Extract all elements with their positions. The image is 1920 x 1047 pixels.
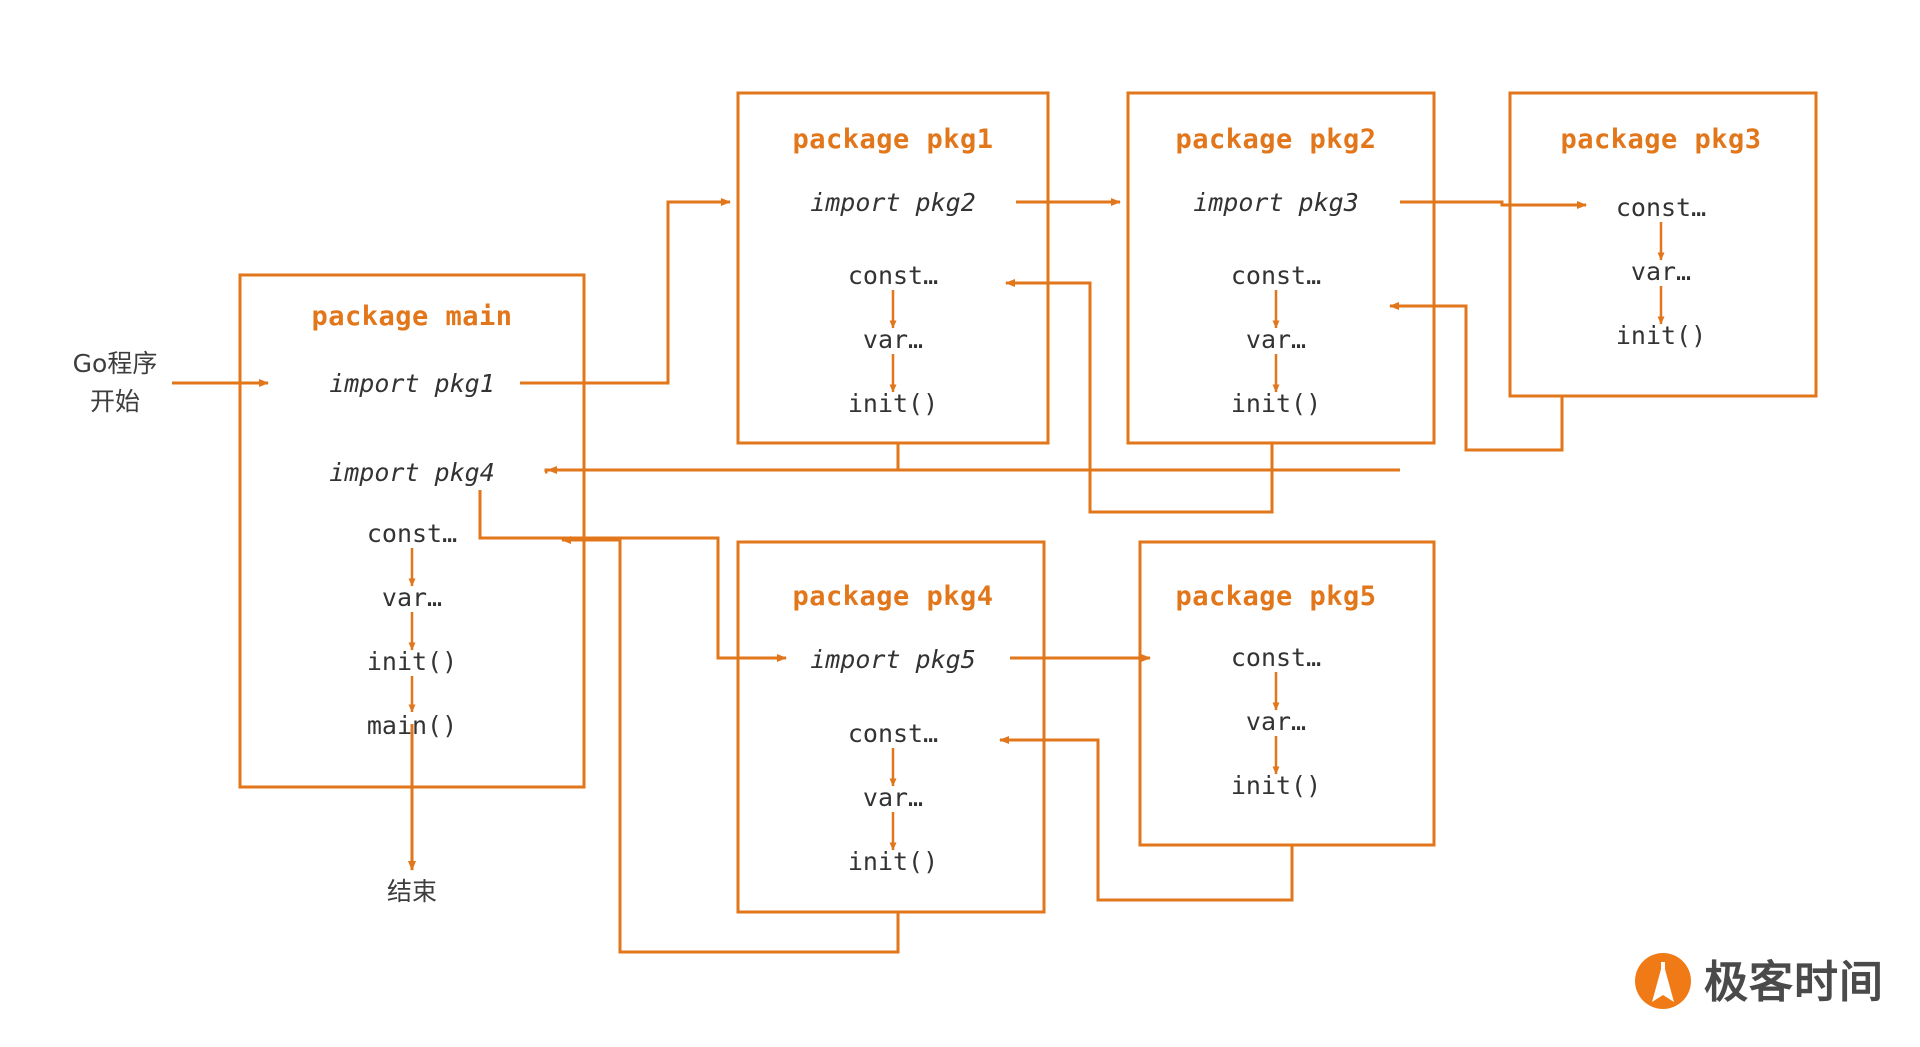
geektime-logo: 极客时间: [1635, 953, 1884, 1009]
item-pkg2-var: var…: [1246, 325, 1306, 354]
edge-main-to-pkg1: [520, 198, 731, 385]
item-pkg4-init: init(): [848, 847, 938, 876]
package-box-pkg4: [736, 540, 1046, 914]
package-title-pkg5: package pkg5: [1175, 581, 1376, 612]
package-box-pkg2: [1126, 91, 1436, 445]
item-pkg3-init: init(): [1616, 321, 1706, 350]
item-main-mainfn: main(): [367, 711, 457, 740]
edge-pkg3-to-pkg2-const: [1389, 302, 1564, 452]
item-pkg5-var: var…: [1246, 707, 1306, 736]
item-main-const: const…: [367, 519, 457, 548]
package-box-pkg3: [1508, 91, 1818, 398]
item-pkg5-init: init(): [1231, 771, 1321, 800]
import-pkg1-0: import pkg2: [810, 188, 976, 217]
package-title-pkg4: package pkg4: [792, 581, 993, 612]
import-main-0: import pkg1: [329, 369, 495, 398]
edge-main-to-pkg4: [478, 490, 787, 662]
end-label: 结束: [387, 877, 437, 906]
package-box-main: [238, 273, 586, 789]
item-main-var: var…: [382, 583, 442, 612]
geektime-logo-icon: [1635, 953, 1691, 1009]
package-title-main: package main: [311, 301, 512, 332]
package-title-pkg2: package pkg2: [1175, 124, 1376, 155]
edge-pkg1-to-main-h: [548, 443, 900, 472]
flow-connectors: [172, 91, 1818, 954]
package-box-pkg1: [736, 91, 1050, 445]
item-pkg3-const: const…: [1616, 193, 1706, 222]
item-pkg1-var: var…: [863, 325, 923, 354]
edge-pkg1-bottom-stub: [544, 443, 900, 474]
item-pkg1-init: init(): [848, 389, 938, 418]
item-pkg3-var: var…: [1631, 257, 1691, 286]
item-pkg1-const: const…: [848, 261, 938, 290]
import-pkg2-0: import pkg3: [1193, 188, 1359, 217]
edge-pkg2-to-pkg1-const: [1005, 279, 1274, 514]
start-label-line2: 开始: [90, 387, 140, 416]
edge-pkg5-to-pkg4-const: [999, 736, 1294, 902]
edge-pkg4-to-main-const: [561, 536, 900, 954]
edge-pkg2-to-pkg3: [1400, 200, 1587, 209]
item-pkg4-const: const…: [848, 719, 938, 748]
item-pkg5-const: const…: [1231, 643, 1321, 672]
package-title-pkg3: package pkg3: [1560, 124, 1761, 155]
import-pkg4-0: import pkg5: [810, 645, 976, 674]
item-pkg4-var: var…: [863, 783, 923, 812]
package-box-pkg5: [1138, 540, 1436, 847]
logo-text: 极客时间: [1704, 957, 1884, 1008]
package-title-pkg1: package pkg1: [792, 124, 993, 155]
start-label-line1: Go程序: [73, 349, 158, 378]
item-pkg2-const: const…: [1231, 261, 1321, 290]
item-pkg2-init: init(): [1231, 389, 1321, 418]
import-main-1: import pkg4: [329, 458, 495, 487]
item-main-init: init(): [367, 647, 457, 676]
